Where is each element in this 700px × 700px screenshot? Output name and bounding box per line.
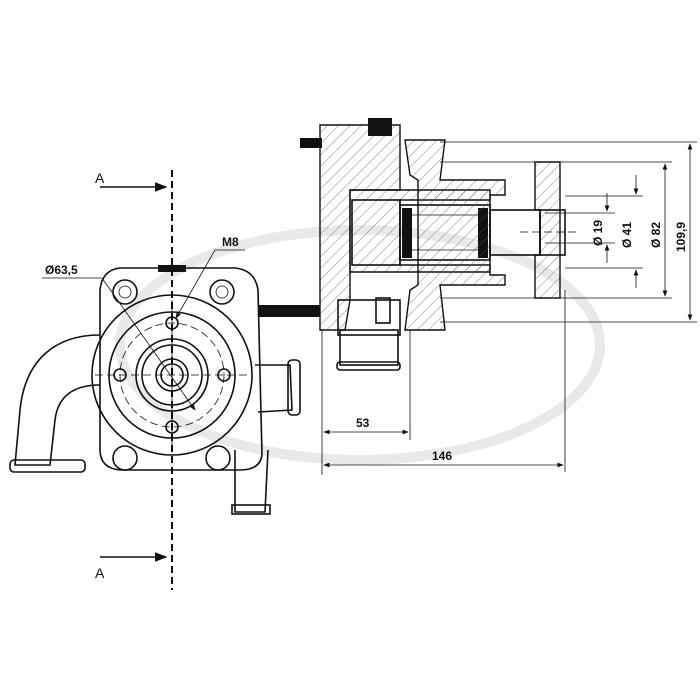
section-view	[258, 118, 580, 371]
section-arrow-bottom: A	[95, 552, 168, 581]
m8-callout: M8	[175, 235, 245, 319]
thread-label: M8	[222, 235, 239, 249]
dimension-diameter-82: Ø 82	[440, 161, 672, 299]
dim-d41-label: Ø 41	[620, 222, 634, 248]
flange-diameter-label: Ø63,5	[45, 263, 78, 277]
front-view	[9, 265, 301, 515]
dim-d19-label: Ø 19	[591, 220, 605, 246]
diameter-63-5-callout: Ø63,5	[42, 263, 196, 411]
dim-146-label: 146	[432, 449, 452, 463]
dimension-53: 53	[321, 330, 411, 475]
section-label-bottom: A	[95, 565, 105, 581]
section-label-top: A	[95, 170, 105, 186]
dimension-diameter-19: Ø 19	[545, 193, 615, 263]
dim-53-label: 53	[356, 416, 370, 430]
dim-109-9-label: 109,9	[674, 222, 688, 252]
section-arrow-top: A	[95, 170, 168, 192]
dim-d82-label: Ø 82	[649, 222, 663, 248]
dimension-146: 146	[323, 290, 566, 472]
dimension-diameter-41: Ø 41	[565, 175, 643, 288]
dimension-109-9: 109,9	[440, 141, 697, 323]
